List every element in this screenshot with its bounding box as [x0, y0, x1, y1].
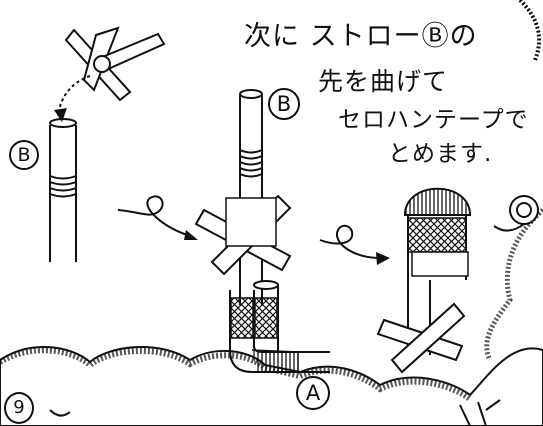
instruction-line-3: セロハンテープで — [338, 107, 529, 133]
straw-b-step1 — [49, 118, 77, 262]
scribble-shading-bottom — [0, 347, 472, 402]
scribble-corner-top-right — [518, 0, 542, 61]
instruction-line-2: 先を曲げて — [318, 67, 449, 96]
label-b-step2: B — [268, 88, 300, 120]
folded-tip-top — [54, 26, 166, 122]
arrowhead-2 — [376, 252, 390, 265]
arrow-loop-2 — [319, 224, 381, 259]
label-b-step1: B — [9, 140, 39, 170]
straw-step3 — [403, 187, 472, 355]
tape-x-step2 — [194, 194, 292, 276]
instruction-line-4: とめます. — [388, 141, 493, 167]
instruction-line-1: 次に ストローⒷの — [244, 21, 478, 52]
scribble-edge-right — [484, 208, 543, 362]
sketch-marks-bottom — [49, 399, 501, 426]
straw-end-view-icon — [493, 195, 539, 232]
label-a: A — [296, 376, 330, 410]
label-step-number: 9 — [4, 392, 34, 424]
arrowhead-1 — [184, 230, 198, 240]
tape-x-step3 — [376, 302, 466, 374]
straw-a-step2 — [229, 280, 330, 373]
arrow-loop-1 — [117, 195, 191, 237]
